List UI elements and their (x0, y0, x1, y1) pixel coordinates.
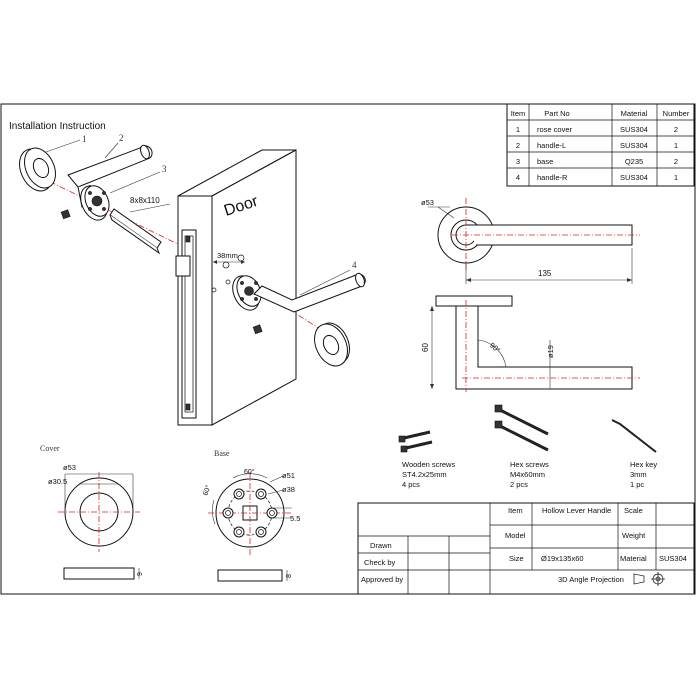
base-thickness: 8 (286, 574, 293, 578)
sheet-border (0, 103, 696, 595)
base-right (232, 275, 263, 335)
cover-inner-dia: ø30.5 (48, 477, 67, 486)
title-model-label: Model (505, 531, 526, 540)
parts-cell: 3 (516, 157, 520, 166)
title-item-label: Item (508, 506, 523, 515)
rose-cover-left (19, 147, 56, 192)
cover-outer-dia: ø53 (63, 463, 76, 472)
top-view-rose-dia: ø53 (421, 198, 434, 207)
handle-top-view: ø53 135 (421, 198, 640, 284)
wooden-screws-name: Wooden screws (402, 460, 455, 469)
wooden-screws-spec: ST4.2x25mm (402, 470, 447, 479)
wooden-screws-qty: 4 pcs (402, 480, 420, 489)
title-weight-label: Weight (622, 531, 646, 540)
base-view-label: Base (214, 449, 230, 458)
parts-cell: 2 (674, 125, 678, 134)
hex-screws-name: Hex screws (510, 460, 549, 469)
title-approved-label: Approved by (361, 575, 403, 584)
parts-header-material: Material (621, 109, 648, 118)
hex-screws-qty: 2 pcs (510, 480, 528, 489)
title-scale-label: Scale (624, 506, 643, 515)
hex-key-spec: 3mm (630, 470, 647, 479)
parts-cell: Q235 (625, 157, 643, 166)
callout-1: 1 (82, 134, 87, 144)
parts-cell: 1 (674, 173, 678, 182)
hardware-hex-screws: Hex screws M4x60mm 2 pcs (494, 404, 549, 489)
exploded-assembly: 1 2 3 4 8x8x110 38mm (19, 133, 366, 426)
parts-cell: 1 (674, 141, 678, 150)
callout-2: 2 (119, 133, 124, 143)
hex-key-qty: 1 pc (630, 480, 644, 489)
title-material-label: Material (620, 554, 647, 563)
side-view-bar-dia: ø19 (546, 345, 555, 358)
drawing-title: Installation Instruction (9, 121, 106, 132)
title-item-value: Hollow Lever Handle (542, 506, 611, 515)
parts-header-number: Number (663, 109, 690, 118)
cover-thickness: 9 (137, 572, 144, 576)
callout-4: 4 (352, 260, 357, 270)
base-offset: 5.5 (290, 514, 300, 523)
base-angle-left: 60° (201, 484, 212, 497)
rose-cover-right (314, 322, 350, 367)
title-size-value: Ø19x135x60 (541, 554, 584, 563)
parts-cell: 2 (516, 141, 520, 150)
title-check-label: Check by (364, 558, 396, 567)
parts-cell: SUS304 (620, 125, 648, 134)
base-left (60, 185, 110, 221)
parts-cell: handle-R (537, 173, 568, 182)
hardware-hex-key: Hex key 3mm 1 pc (611, 419, 657, 489)
parts-cell: 4 (516, 173, 520, 182)
spindle-size-label: 8x8x110 (130, 196, 160, 205)
parts-cell: base (537, 157, 553, 166)
top-view-length: 135 (538, 269, 552, 278)
projection-symbol-icon (633, 572, 665, 586)
callout-3: 3 (162, 164, 167, 174)
hole-spacing-label: 38mm (217, 251, 238, 260)
parts-cell: SUS304 (620, 141, 648, 150)
cover-detail: Cover ø53 ø30.5 9 (40, 444, 144, 580)
parts-cell: 1 (516, 125, 520, 134)
title-material-value: SUS304 (659, 554, 687, 563)
parts-cell: rose cover (537, 125, 573, 134)
parts-cell: SUS304 (620, 173, 648, 182)
title-drawn-label: Drawn (370, 541, 392, 550)
hex-key-name: Hex key (630, 460, 657, 469)
handle-side-view: 60 90° ø19 (421, 295, 640, 392)
title-size-label: Size (509, 554, 524, 563)
base-outer-dia: ø51 (282, 471, 295, 480)
side-view-height: 60 (421, 343, 430, 352)
assembly-centerline (29, 171, 191, 251)
parts-header-partno: Part No (544, 109, 569, 118)
handle-right (253, 272, 366, 313)
cover-view-label: Cover (40, 444, 60, 453)
hardware-wooden-screws: Wooden screws ST4.2x25mm 4 pcs (398, 430, 455, 489)
parts-header-item: Item (511, 109, 526, 118)
parts-table: Item Part No Material Number 1 rose cove… (506, 103, 695, 187)
base-detail: Base 60° 60° ø51 ø38 5.5 8 (201, 449, 300, 582)
hex-screws-spec: M4x60mm (510, 470, 545, 479)
parts-cell: handle-L (537, 141, 566, 150)
base-bolt-circle: ø38 (282, 485, 295, 494)
title-block: Drawn Check by Approved by Item Hollow L… (357, 502, 695, 595)
parts-cell: 2 (674, 157, 678, 166)
spindle (109, 208, 162, 255)
base-angle-top: 60° (244, 468, 255, 476)
title-projection-label: 3D Angle Projection (558, 575, 624, 584)
